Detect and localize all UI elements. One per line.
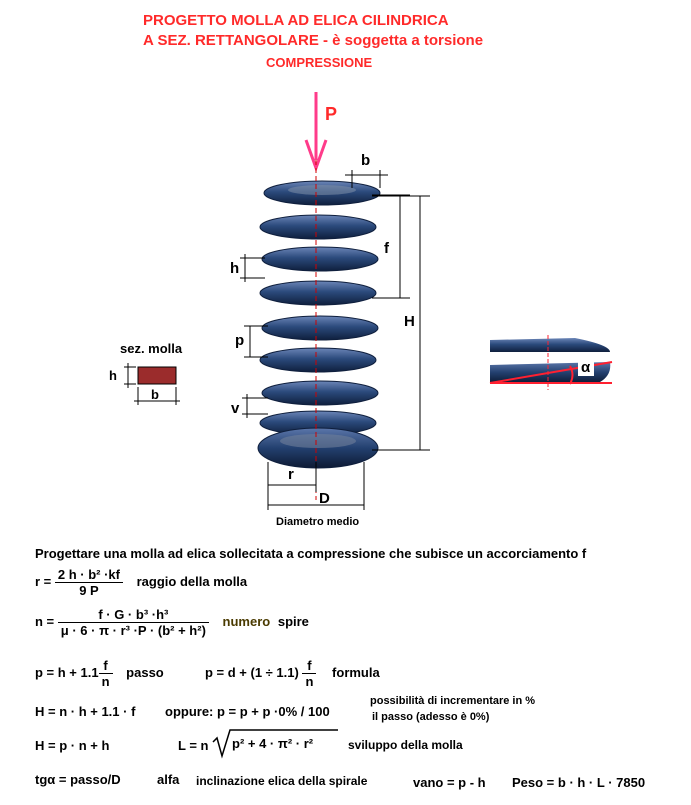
label-alpha: α xyxy=(581,359,591,376)
label-D: D xyxy=(319,490,330,507)
label-alfa: alfa xyxy=(157,772,180,787)
dim-h-left xyxy=(240,254,265,282)
formula-p2-num: f xyxy=(302,658,317,674)
formula-p1-lhs: p = h + 1.1 xyxy=(35,664,99,680)
section-drawing xyxy=(124,363,180,405)
spring-coils xyxy=(257,180,381,469)
formula-n-desc-rest: spire xyxy=(277,613,309,629)
formula-vano: vano = p - h xyxy=(413,775,486,790)
label-v: v xyxy=(231,400,240,417)
title-line-2-main: A SEZ. RETTANGOLARE xyxy=(143,32,319,49)
dim-p-left xyxy=(244,325,268,358)
label-h: h xyxy=(230,260,240,277)
formula-r-num: 2 h · b² ·kf xyxy=(54,567,123,583)
title-line-2: A SEZ. RETTANGOLARE - è soggetta a torsi… xyxy=(143,32,483,49)
label-H: H xyxy=(404,313,415,330)
formula-p1-desc: passo xyxy=(126,664,164,680)
dim-f xyxy=(372,194,410,299)
formula-H1: H = n · h + 1.1 · f xyxy=(35,704,136,719)
label-r: r xyxy=(288,466,294,483)
formula-L-lhs: L = n xyxy=(178,738,209,753)
title-line-2-suffix: - è soggetta a torsione xyxy=(318,32,484,49)
section-title: sez. molla xyxy=(120,341,183,356)
formula-n-desc-word: numero xyxy=(222,613,271,629)
section-b-label: b xyxy=(151,387,159,402)
note-incremento-1: possibilità di incrementare in % xyxy=(370,695,536,707)
intro-text: Progettare una molla ad elica sollecitat… xyxy=(35,546,587,561)
note-incremento-2: il passo (adesso è 0%) xyxy=(372,711,490,723)
formula-n-lhs: n = xyxy=(35,613,55,629)
label-diametro-medio: Diametro medio xyxy=(276,516,360,528)
formula-p2-lhs: p = d + (1 ÷ 1.1) xyxy=(205,664,299,680)
formula-p1-den: n xyxy=(101,674,110,689)
angle-detail xyxy=(489,335,613,390)
formula-L-radicand: p² + 4 · π² · r² xyxy=(232,736,314,751)
section-h-label: h xyxy=(109,368,117,383)
label-inclinazione: inclinazione elica della spirale xyxy=(196,774,368,788)
load-arrow xyxy=(304,92,328,173)
load-label: P xyxy=(325,104,338,124)
formula-r-desc: raggio della molla xyxy=(136,573,248,589)
label-f: f xyxy=(384,240,389,257)
formula-p2-desc: formula xyxy=(332,664,380,680)
formula-oppure: oppure: p = p + p ·0% / 100 xyxy=(165,704,330,719)
formula-p1-num: f xyxy=(98,658,113,674)
formula-L-desc: sviluppo della molla xyxy=(348,738,463,752)
formula-tg: tgα = passo/D xyxy=(35,772,121,787)
formula-n-den: μ · 6 · π · r³ ·P · (b² + h²) xyxy=(60,623,206,638)
sqrt-sign xyxy=(212,729,338,759)
dim-v-left xyxy=(242,394,268,418)
formula-p2-den: n xyxy=(305,674,314,689)
title-line-1: PROGETTO MOLLA AD ELICA CILINDRICA xyxy=(143,12,449,29)
dim-b-top xyxy=(345,170,388,188)
formula-r-lhs: r = xyxy=(35,573,52,589)
formula-peso: Peso = b · h · L · 7850 xyxy=(512,775,646,790)
dim-H xyxy=(372,195,430,451)
dim-r-D xyxy=(267,462,365,510)
formula-n-num: f · G · b³ ·h³ xyxy=(57,607,209,623)
label-b-top: b xyxy=(361,152,371,169)
formula-r-den: 9 P xyxy=(79,583,99,598)
subtitle: COMPRESSIONE xyxy=(266,55,373,70)
formula-H2: H = p · n + h xyxy=(35,738,110,753)
label-p: p xyxy=(235,332,245,349)
